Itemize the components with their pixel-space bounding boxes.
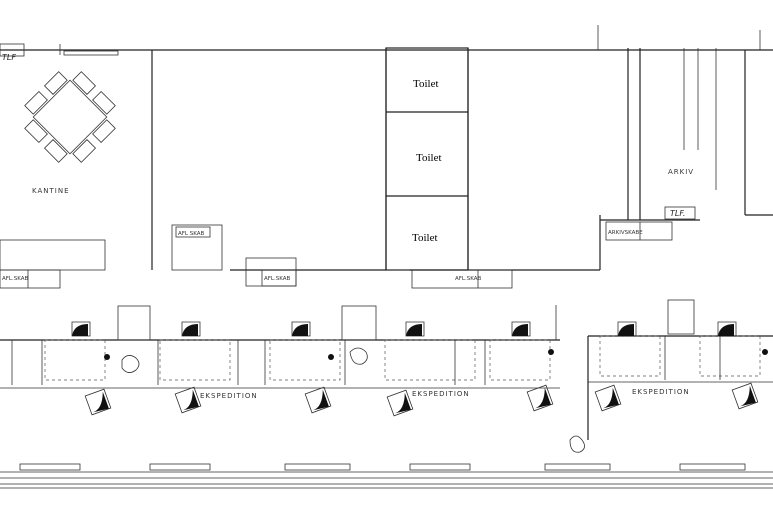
afl-skab-label-1: AFL.SKAB <box>2 276 29 282</box>
afl-skab-label-2: AFL SKAB <box>178 231 205 237</box>
room-label-ekspedition-2: EKSPEDITION <box>412 390 470 398</box>
afl-skab-label-4: AFL.SKAB <box>455 276 482 282</box>
arkivskabe-label: ARKIVSKABE <box>608 230 643 236</box>
room-label-toilet-1: Toilet <box>413 78 439 90</box>
window-wall <box>0 463 773 489</box>
room-label-ekspedition-3: EKSPEDITION <box>632 388 690 396</box>
room-label-kantine: KANTINE <box>32 187 70 195</box>
canteen-table <box>24 71 116 163</box>
chairs <box>71 321 759 417</box>
tlf-label-right: TLF. <box>670 209 685 218</box>
afl-skab-label-3: AFL.SKAB <box>264 276 291 282</box>
counters <box>0 43 696 289</box>
room-label-arkiv: ARKIV <box>668 168 694 176</box>
room-label-toilet-2: Toilet <box>416 152 442 164</box>
desk-row <box>0 299 773 440</box>
tlf-label-left: TLF <box>2 53 16 62</box>
plants <box>121 347 585 453</box>
room-label-ekspedition-1: EKSPEDITION <box>200 392 258 400</box>
room-label-toilet-3: Toilet <box>412 232 438 244</box>
